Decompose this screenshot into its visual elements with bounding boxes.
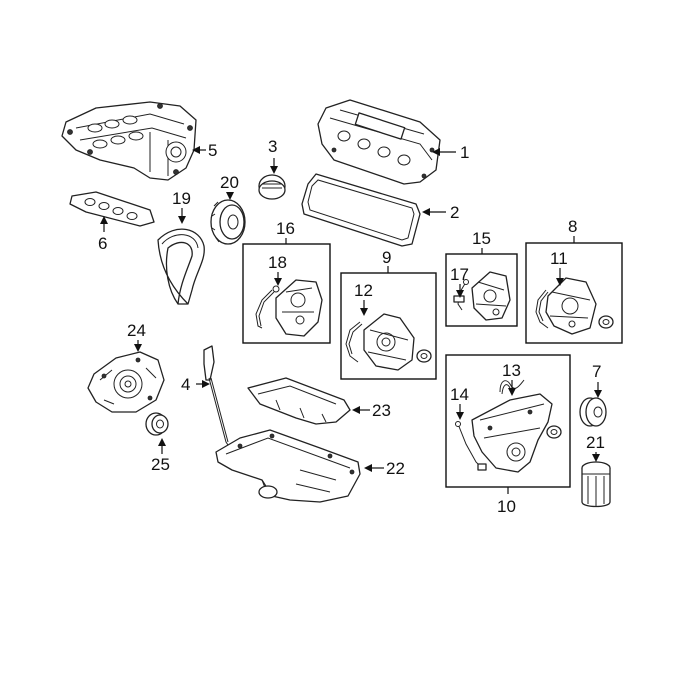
part-13-gasket[interactable] — [499, 379, 525, 395]
callout-4: 4 — [181, 375, 190, 394]
callout-17: 17 — [450, 265, 469, 284]
part-1-valve-cover[interactable] — [317, 99, 441, 185]
callout-1: 1 — [460, 143, 469, 162]
part-11-seal[interactable] — [535, 289, 549, 329]
callout-24: 24 — [127, 321, 146, 340]
callout-22: 22 — [386, 459, 405, 478]
part-10-front-cover[interactable] — [471, 393, 562, 473]
callout-18: 18 — [268, 253, 287, 272]
part-24-oil-pump[interactable] — [87, 351, 165, 413]
part-23-baffle-plate[interactable] — [247, 377, 351, 425]
callout-10: 10 — [497, 497, 516, 516]
callout-21: 21 — [586, 433, 605, 452]
part-22-oil-pan[interactable] — [215, 429, 361, 503]
part-17-seal[interactable] — [453, 279, 469, 311]
callout-19: 19 — [172, 189, 191, 208]
part-5-intake-manifold[interactable] — [61, 101, 197, 181]
callout-6: 6 — [98, 234, 107, 253]
part-20-camshaft-pulley[interactable] — [210, 199, 246, 245]
part-16-timing-cover[interactable] — [275, 279, 323, 337]
part-6-intake-gasket[interactable] — [69, 191, 155, 227]
callout-2: 2 — [450, 203, 459, 222]
part-2-valve-cover-gasket[interactable] — [301, 173, 421, 247]
callout-7: 7 — [592, 362, 601, 381]
callout-16: 16 — [276, 219, 295, 238]
part-9-timing-cover[interactable] — [363, 313, 432, 371]
part-3-cap[interactable] — [258, 174, 286, 200]
part-25-seal[interactable] — [145, 412, 169, 436]
callout-20: 20 — [220, 173, 239, 192]
part-19-timing-belt[interactable] — [157, 228, 205, 305]
part-21-oil-filter[interactable] — [581, 461, 611, 508]
callout-11: 11 — [550, 249, 568, 268]
callout-9: 9 — [382, 248, 391, 267]
part-8-timing-cover[interactable] — [545, 277, 614, 335]
part-4-dipstick[interactable] — [203, 345, 231, 449]
callout-23: 23 — [372, 401, 391, 420]
callout-5: 5 — [208, 141, 217, 160]
callout-14: 14 — [450, 385, 469, 404]
part-15-timing-cover[interactable] — [471, 271, 511, 321]
part-18-seal[interactable] — [255, 285, 280, 329]
callout-25: 25 — [151, 455, 170, 474]
part-7-pulley[interactable] — [579, 397, 607, 427]
part-12-seal[interactable] — [345, 321, 363, 363]
callout-15: 15 — [472, 229, 491, 248]
leader-lines — [100, 146, 602, 494]
callout-labels: 1 2 3 4 5 6 7 8 9 10 11 12 13 14 15 16 1… — [98, 137, 605, 516]
callout-3: 3 — [268, 137, 277, 156]
callout-12: 12 — [354, 281, 373, 300]
callout-8: 8 — [568, 217, 577, 236]
part-14-seal[interactable] — [455, 421, 487, 471]
callout-13: 13 — [502, 361, 521, 380]
